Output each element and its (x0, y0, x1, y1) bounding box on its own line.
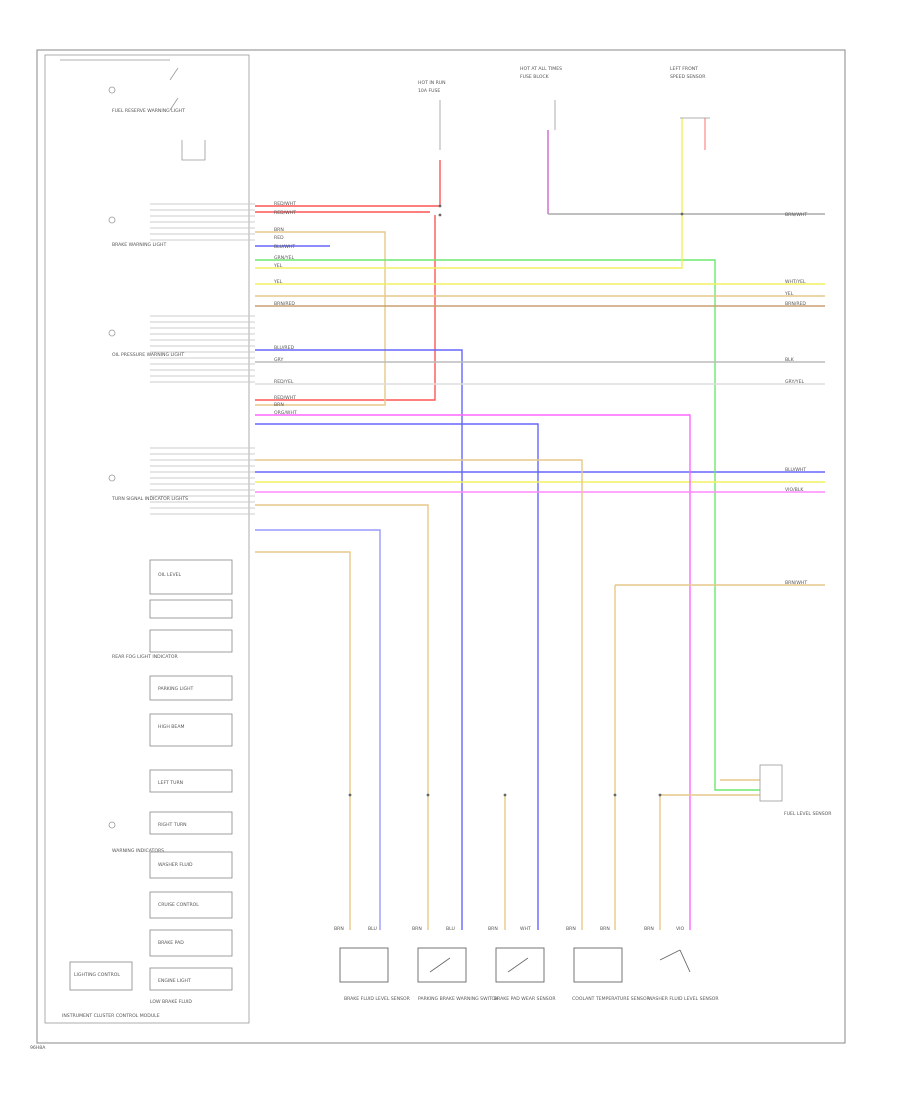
right-wire-label-5: BLK (785, 357, 795, 363)
footer-caption-2: INSTRUMENT CLUSTER CONTROL MODULE (62, 1013, 160, 1019)
top-module-3-sub: SPEED SENSOR (670, 74, 706, 80)
wire-label-14: BRN (274, 402, 284, 408)
left-box-label: LIGHTING CONTROL (74, 972, 120, 978)
wire-label-3: BRN (274, 227, 284, 233)
wire-label-13: RED/WHT (274, 395, 296, 401)
top-module-1-sub: 10A FUSE (418, 88, 440, 94)
bottom-component-1: BRAKE FLUID LEVEL SENSOR (344, 996, 411, 1002)
right-wire-label-1: BRN/WHT (785, 212, 807, 218)
bottom-component-5: WASHER FLUID LEVEL SENSOR (648, 996, 719, 1002)
top-module-2-sub: FUSE BLOCK (520, 74, 550, 80)
right-wire-label-4: BRN/RED (785, 301, 806, 307)
fuel-level-sensor: FUEL LEVEL SENSOR (759, 764, 832, 817)
left-labels: FUEL RESERVE WARNING LIGHT BRAKE WARNING… (111, 108, 188, 854)
top-module-1: HOT IN RUN (418, 80, 446, 86)
top-module-2: HOT AT ALL TIMES (520, 66, 562, 72)
bulb-markers (108, 86, 116, 829)
cluster-item-4: RIGHT TURN (158, 822, 187, 828)
left-label-1: FUEL RESERVE WARNING LIGHT (112, 108, 185, 114)
wire-label-8: YEL (273, 279, 283, 285)
wires (255, 118, 825, 930)
footer-code: 96H8A (30, 1045, 46, 1051)
connector-label-1: BRN (334, 926, 344, 932)
wire-labels: RED/WHT RED/WHT BRN RED BLU/WHT GRN/YEL … (273, 201, 297, 416)
top-switches (60, 59, 206, 161)
cluster-item-labels: PARKING LIGHT HIGH BEAM LEFT TURN RIGHT … (74, 572, 199, 984)
switch-glyphs (429, 957, 529, 973)
left-label-2: BRAKE WARNING LIGHT (112, 242, 166, 248)
cluster-item-3: LEFT TURN (158, 780, 183, 786)
bottom-component-2: PARKING BRAKE WARNING SWITCH (418, 996, 498, 1002)
cluster-item-6: CRUISE CONTROL (158, 902, 199, 908)
connector-label-10: VIO (676, 926, 684, 932)
connector-label-4: BLU (446, 926, 455, 932)
right-wire-label-9: BRN/WHT (785, 580, 807, 586)
left-label-5: REAR FOG LIGHT INDICATOR (112, 654, 178, 660)
footer-captions: LOW BRAKE FLUID INSTRUMENT CLUSTER CONTR… (30, 999, 192, 1051)
wire-label-2: RED/WHT (274, 210, 296, 216)
bottom-component-4: COOLANT TEMPERATURE SENSOR (572, 996, 651, 1002)
connector-label-5: BRN (488, 926, 498, 932)
wire-label-7: YEL (273, 263, 283, 269)
wire-label-6: GRN/YEL (274, 255, 294, 261)
junction-dots (348, 204, 684, 797)
instrument-cluster-box (44, 54, 250, 1024)
cluster-item-8: ENGINE LIGHT (158, 978, 191, 984)
connector-label-2: BLU (368, 926, 377, 932)
connector-label-3: BRN (412, 926, 422, 932)
bottom-labels: BRAKE FLUID LEVEL SENSOR PARKING BRAKE W… (344, 996, 719, 1002)
left-label-6: WARNING INDICATORS (112, 848, 164, 854)
right-wire-label-6: GRY/YEL (785, 379, 805, 385)
cluster-item-2: HIGH BEAM (158, 724, 184, 730)
right-wire-label-7: BLU/WHT (785, 467, 806, 473)
pin-lines (150, 203, 255, 515)
cluster-item-9: OIL LEVEL (158, 572, 181, 578)
top-module-sketch (439, 100, 710, 150)
cluster-item-1: PARKING LIGHT (158, 686, 194, 692)
wire-label-11: GRY (274, 357, 283, 363)
wire-label-4: RED (274, 235, 284, 241)
connector-label-9: BRN (644, 926, 654, 932)
connector-label-7: BRN (566, 926, 576, 932)
fuel-level-sensor-label: FUEL LEVEL SENSOR (784, 811, 832, 817)
top-module-labels: HOT IN RUN 10A FUSE HOT AT ALL TIMES FUS… (418, 66, 706, 94)
footer-caption-1: LOW BRAKE FLUID (150, 999, 192, 1005)
cluster-item-boxes (69, 559, 233, 991)
wire-label-9: BRN/RED (274, 301, 295, 307)
right-wire-label-8: VIO/BLK (785, 487, 804, 493)
left-label-4: TURN SIGNAL INDICATOR LIGHTS (111, 496, 188, 502)
left-label-3: OIL PRESSURE WARNING LIGHT (112, 352, 184, 358)
wire-label-5: BLU/WHT (274, 244, 295, 250)
top-module-3: LEFT FRONT (670, 66, 698, 72)
cluster-item-7: BRAKE PAD (158, 940, 184, 946)
connector-label-8: BRN (600, 926, 610, 932)
cluster-item-5: WASHER FLUID (158, 862, 193, 868)
wire-label-1: RED/WHT (274, 201, 296, 207)
bottom-component-boxes (339, 947, 691, 983)
outer-frame (36, 49, 846, 1044)
wire-label-10: BLU/RED (274, 345, 294, 351)
right-wire-labels: BRN/WHT WHT/YEL YEL BRN/RED BLK GRY/YEL … (784, 212, 807, 586)
wire-label-12: RED/YEL (274, 379, 294, 385)
connector-label-6: WHT (520, 926, 531, 932)
connector-labels: BRN BLU BRN BLU BRN WHT BRN BRN BRN VIO (334, 926, 684, 932)
right-wire-label-3: YEL (784, 291, 794, 297)
bottom-component-3: BRAKE PAD WEAR SENSOR (494, 996, 556, 1002)
wire-label-15: ORG/WHT (274, 410, 297, 416)
right-wire-label-2: WHT/YEL (785, 279, 806, 285)
